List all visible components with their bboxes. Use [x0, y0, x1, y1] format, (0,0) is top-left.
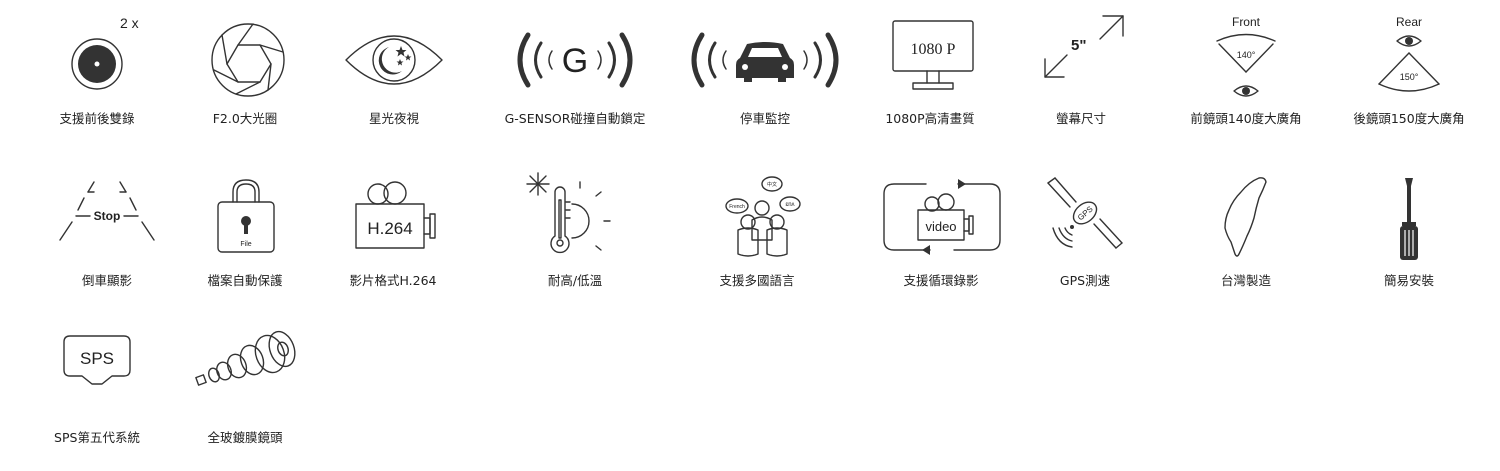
front-wide-angle-icon: Front 140°: [1216, 15, 1276, 97]
feature-label: 停車監控: [739, 111, 790, 126]
feature-label: 全玻鍍膜鏡頭: [207, 430, 283, 445]
parking-monitor-car-icon: [691, 32, 839, 88]
feature-label: 支援循環錄影: [903, 273, 979, 288]
file-text: File: [240, 241, 251, 248]
feature-label: F2.0大光圈: [212, 111, 278, 126]
feature-label: 台灣製造: [1220, 273, 1271, 288]
rear-text: Rear: [1396, 15, 1422, 29]
feature-h264: H.264 影片格式H.264: [318, 170, 468, 310]
feature-night-vision: 星光夜視: [319, 8, 469, 148]
feature-temperature: 耐高/低溫: [500, 170, 650, 310]
feature-label: 耐高/低溫: [547, 273, 603, 288]
stop-text: Stop: [94, 209, 121, 223]
feature-1080p: 1080 P 1080P高清畫質: [855, 8, 1005, 148]
reverse-stop-icon: Stop: [59, 181, 155, 241]
night-vision-eye-icon: [345, 35, 443, 85]
screen-size-icon: 5": [1044, 15, 1124, 78]
dual-lens-text: 2 x: [120, 15, 139, 31]
feature-label: 1080P高清畫質: [885, 111, 975, 126]
feature-glass-lens: 全玻鍍膜鏡頭: [170, 322, 320, 462]
screwdriver-icon: [1400, 178, 1418, 260]
h264-text: H.264: [367, 219, 412, 238]
aperture-icon: [211, 23, 285, 97]
bubble-chinese: 中文: [767, 181, 777, 188]
bubble-french: French: [729, 204, 745, 210]
sps-chip-icon: SPS: [63, 335, 131, 385]
video-text: video: [925, 219, 956, 234]
rear-angle-text: 150°: [1400, 72, 1419, 82]
feature-dual-recording: 2 x 支援前後雙錄: [22, 8, 172, 148]
dual-lens-icon: 2 x: [71, 15, 139, 90]
rear-wide-angle-icon: Rear 150°: [1378, 15, 1440, 92]
feature-reverse: Stop 倒車顯影: [32, 170, 182, 310]
bubble-script: ɛnʌ: [785, 202, 794, 208]
feature-label: 前鏡頭140度大廣角: [1190, 111, 1302, 126]
glass-lens-icon: [195, 330, 296, 386]
g-sensor-icon: G: [517, 32, 633, 88]
feature-easy-install: 簡易安裝: [1334, 170, 1484, 310]
feature-gps: GPS GPS測速: [1010, 170, 1160, 310]
feature-aperture: F2.0大光圈: [170, 8, 320, 148]
feature-screen-size: 5" 螢幕尺寸: [1006, 8, 1156, 148]
monitor-text: 1080 P: [911, 41, 956, 58]
thermometer-icon: [526, 172, 611, 254]
multi-language-icon: French 中文 ɛnʌ: [725, 176, 801, 257]
feature-label: 後鏡頭150度大廣角: [1353, 111, 1465, 126]
loop-recording-icon: video: [883, 179, 1001, 255]
feature-parking-monitor: 停車監控: [690, 8, 840, 148]
feature-file-protect: File 檔案自動保護: [170, 170, 320, 310]
feature-front-angle: Front 140° 前鏡頭140度大廣角: [1171, 8, 1321, 148]
feature-sps: SPS SPS第五代系統: [22, 322, 172, 462]
feature-label: 螢幕尺寸: [1055, 111, 1106, 126]
feature-label: SPS第五代系統: [54, 430, 140, 445]
feature-label: 倒車顯影: [81, 273, 132, 288]
feature-label: 星光夜視: [368, 111, 419, 126]
feature-g-sensor: G G-SENSOR碰撞自動鎖定: [500, 8, 650, 148]
feature-label: 支援多國語言: [719, 273, 795, 288]
feature-taiwan: 台灣製造: [1171, 170, 1321, 310]
taiwan-map-icon: [1224, 177, 1267, 257]
video-camera-h264-icon: H.264: [355, 181, 436, 249]
front-angle-text: 140°: [1237, 50, 1256, 60]
feature-label: 簡易安裝: [1383, 273, 1434, 288]
feature-label: 檔案自動保護: [207, 273, 283, 288]
file-lock-icon: File: [217, 179, 275, 253]
snowflake-icon: [526, 172, 550, 196]
feature-label: 支援前後雙錄: [59, 111, 135, 126]
feature-rear-angle: Rear 150° 後鏡頭150度大廣角: [1334, 8, 1484, 148]
sun-icon: [571, 203, 590, 239]
gps-satellite-icon: GPS: [1047, 177, 1123, 249]
feature-multi-language: French 中文 ɛnʌ 支援多國語言: [682, 170, 832, 310]
feature-label: GPS測速: [1059, 273, 1111, 288]
feature-label: G-SENSOR碰撞自動鎖定: [504, 111, 646, 126]
g-sensor-text: G: [562, 42, 588, 80]
screen-size-text: 5": [1071, 37, 1086, 54]
monitor-1080p-icon: 1080 P: [892, 20, 974, 90]
feature-loop-recording: video 支援循環錄影: [866, 170, 1016, 310]
front-text: Front: [1232, 15, 1261, 29]
sps-text: SPS: [80, 349, 114, 368]
feature-label: 影片格式H.264: [349, 273, 437, 288]
